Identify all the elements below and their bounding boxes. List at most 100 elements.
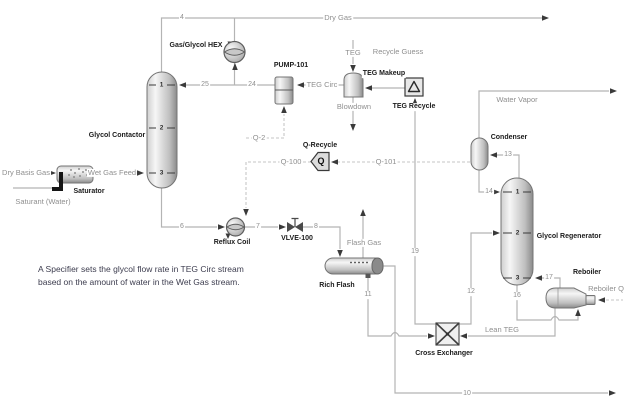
q-recycle-icon[interactable]: Q <box>317 156 325 167</box>
equipment-label-saturator[interactable]: Saturator <box>72 188 106 196</box>
arrow-hex-out <box>232 63 238 70</box>
stream-label-flash-gas[interactable]: Flash Gas <box>345 237 383 248</box>
stream-label-teg-circ[interactable]: TEG Circ <box>305 79 339 90</box>
arrow-into-pump <box>297 82 304 88</box>
equipment-label-vlve-100[interactable]: VLVE-100 <box>280 235 314 243</box>
q-recycle-block[interactable] <box>310 151 330 172</box>
regenerator-tray-2: 2 <box>515 229 520 237</box>
teg-recycle-block[interactable] <box>404 77 424 97</box>
teg-makeup-tank[interactable] <box>343 72 364 98</box>
arrow-teg-into-tank <box>350 65 356 72</box>
stream-label-17[interactable]: 17 <box>544 274 554 282</box>
arrow-q100-into-coil <box>243 209 249 216</box>
arrow-12-into-regen <box>493 230 500 236</box>
equipment-label-teg-makeup[interactable]: TEG Makeup <box>361 70 407 78</box>
stream-label-10[interactable]: 10 <box>462 390 472 398</box>
stream-label-16[interactable]: 16 <box>512 292 522 300</box>
regenerator-tray-1: 1 <box>515 188 520 196</box>
arrow-reboiler-q <box>598 297 605 303</box>
stream-label-6[interactable]: 6 <box>179 223 185 231</box>
stream-label-11[interactable]: 11 <box>363 291 373 299</box>
stream-label-19[interactable]: 19 <box>410 248 420 256</box>
contactor-tray-lines <box>149 84 175 174</box>
stream-label-4[interactable]: 4 <box>179 14 185 22</box>
stream-11-line <box>367 276 427 337</box>
stream-label-wet-gas-feed[interactable]: Wet Gas Feed <box>86 167 138 178</box>
stream-label-8[interactable]: 8 <box>313 223 319 231</box>
condenser-vessel[interactable] <box>470 137 489 171</box>
equipment-label-pump-101[interactable]: PUMP-101 <box>272 62 310 70</box>
arrow-into-makeup-tank <box>365 85 372 91</box>
equipment-shapes <box>52 40 596 346</box>
stream-label-teg[interactable]: TEG <box>344 47 362 58</box>
arrow-into-contactor-top <box>179 82 186 88</box>
stream-6-line <box>160 188 217 228</box>
arrow-11-into-crossx <box>428 333 435 339</box>
stream-label-q101[interactable]: Q-101 <box>374 156 398 167</box>
annotation-line-1: A Specifier sets the glycol flow rate in… <box>38 264 244 274</box>
cross-exchanger-block[interactable] <box>435 322 460 346</box>
arrow-water-vapor <box>610 88 617 94</box>
equipment-label-q-recycle[interactable]: Q-Recycle <box>301 142 339 150</box>
stream-label-dry-gas[interactable]: Dry Gas <box>323 12 353 23</box>
stream-label-14[interactable]: 14 <box>484 188 494 196</box>
equipment-label-reboiler[interactable]: Reboiler <box>571 269 603 277</box>
recycle-icon <box>407 80 421 93</box>
flowsheet-annotation: A Specifier sets the glycol flow rate in… <box>38 263 244 289</box>
stream-label-water-vapor[interactable]: Water Vapor <box>495 94 539 105</box>
stream-lean-teg-line <box>468 308 556 337</box>
arrow-flash-gas <box>360 209 366 216</box>
equipment-label-rich-flash[interactable]: Rich Flash <box>318 282 356 290</box>
arrow-6-into-coil <box>218 224 225 230</box>
arrow-dry-gas <box>542 15 549 21</box>
rich-flash-drum[interactable] <box>324 257 384 278</box>
saturator-vessel[interactable] <box>52 165 94 191</box>
equipment-label-glycol-regenerator[interactable]: Glycol Regenerator <box>535 233 603 241</box>
annotation-recycle-guess: Recycle Guess <box>371 46 425 57</box>
stream-label-blowdown[interactable]: Blowdown <box>335 101 373 112</box>
stream-label-13[interactable]: 13 <box>503 151 513 159</box>
gas-glycol-hex-lens <box>223 48 246 56</box>
stream-label-lean-teg[interactable]: Lean TEG <box>483 324 521 335</box>
equipment-label-gas-glycol-hex[interactable]: Gas/Glycol HEX <box>168 42 224 50</box>
stream-label-7[interactable]: 7 <box>255 223 261 231</box>
stream-label-q2[interactable]: Q-2 <box>251 132 267 143</box>
arrow-blowdown <box>350 124 356 131</box>
stream-label-24[interactable]: 24 <box>247 81 257 89</box>
contactor-tray-3: 3 <box>159 169 164 177</box>
contactor-tray-2: 2 <box>159 124 164 132</box>
reflux-coil-lens <box>226 223 245 231</box>
stream-10-line <box>383 265 608 394</box>
stream-label-12[interactable]: 12 <box>466 288 476 296</box>
glycol-regenerator-vessel[interactable] <box>500 177 534 286</box>
reboiler-kettle[interactable] <box>545 287 596 309</box>
arrow-8-into-drum <box>337 250 343 257</box>
stream-dry-gas-line <box>160 17 543 72</box>
equipment-label-reflux-coil[interactable]: Reflux Coil <box>212 239 252 247</box>
annotation-line-2: based on the amount of water in the Wet … <box>38 277 240 287</box>
stream-19-line <box>414 99 436 325</box>
stream-label-saturant-water[interactable]: Saturant (Water) <box>14 196 72 207</box>
equipment-label-condenser[interactable]: Condenser <box>489 134 529 142</box>
arrow-10 <box>609 390 616 396</box>
stream-16-line <box>516 285 579 321</box>
stream-label-reboiler-q[interactable]: Reboiler Q <box>587 283 624 294</box>
arrow-14-into-regen <box>493 189 500 195</box>
arrow-leanteg-into-crossx <box>460 333 467 339</box>
stream-label-dry-basis-gas[interactable]: Dry Basis Gas <box>1 167 51 178</box>
valve-vlve-100[interactable] <box>287 217 303 233</box>
stream-label-q100[interactable]: Q-100 <box>279 156 303 167</box>
stream-12-line <box>459 232 492 325</box>
equipment-label-teg-recycle[interactable]: TEG Recycle <box>391 103 437 111</box>
stream-label-25[interactable]: 25 <box>200 81 210 89</box>
arrow-16-into-reboiler <box>575 309 581 316</box>
equipment-label-glycol-contactor[interactable]: Glycol Contactor <box>87 132 147 140</box>
drum-bottom-nozzle <box>365 273 371 278</box>
regenerator-tray-lines <box>503 191 531 279</box>
energy-q100-line <box>245 161 311 208</box>
glycol-contactor-vessel[interactable] <box>146 71 178 189</box>
equipment-label-cross-exchanger[interactable]: Cross Exchanger <box>414 350 474 358</box>
reboiler-nozzle <box>585 295 596 305</box>
